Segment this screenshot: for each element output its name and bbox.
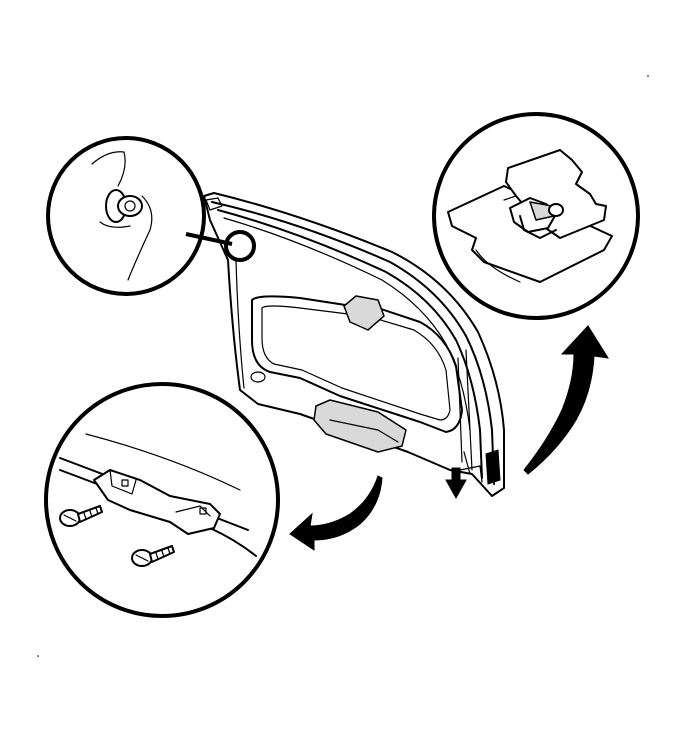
clip-icon — [447, 149, 613, 283]
stray-dot — [647, 75, 649, 77]
liftgate-trim-panel — [203, 192, 505, 497]
screw-callout — [44, 382, 280, 618]
retainer-pin-callout — [46, 136, 256, 296]
curved-arrow-left — [289, 475, 383, 551]
clip-callout — [432, 112, 640, 320]
screw-icon — [59, 505, 175, 567]
down-arrow — [445, 465, 483, 500]
stray-dot — [37, 655, 39, 657]
curved-arrow-up — [523, 325, 609, 475]
push-pin-icon — [91, 151, 153, 281]
handle-bracket-detail — [59, 433, 257, 557]
